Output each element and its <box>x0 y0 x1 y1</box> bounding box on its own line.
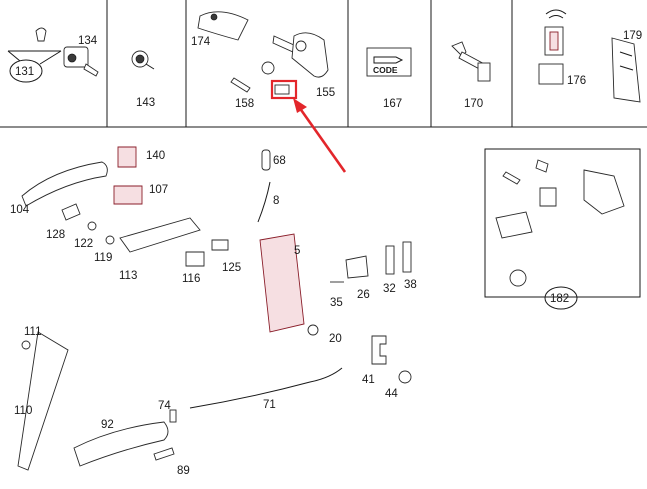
shim-part-38 <box>402 241 412 273</box>
shim-part-32 <box>385 245 395 275</box>
label-113: 113 <box>119 270 137 282</box>
label-179: 179 <box>623 30 642 42</box>
clip-part-128 <box>61 203 81 221</box>
label-38: 38 <box>404 279 417 291</box>
label-74: 74 <box>158 400 171 412</box>
cell-131-134: 131 134 <box>7 27 99 83</box>
key-fob-shell-174 <box>197 11 249 41</box>
washer-part-119 <box>105 235 115 245</box>
cable-group: 71 74 92 89 <box>73 367 343 477</box>
door-latch-part-5 <box>259 233 305 333</box>
inset-frame <box>484 148 641 298</box>
callout-circle-131 <box>9 59 43 83</box>
label-26: 26 <box>357 289 370 301</box>
label-32: 32 <box>383 283 396 295</box>
bracket-41-44: 41 44 <box>362 335 412 400</box>
inner-handle-part-92 <box>73 421 169 467</box>
cell-167: CODE 167 <box>366 47 412 110</box>
key-head-155 <box>291 32 329 78</box>
label-131: 131 <box>15 66 34 78</box>
cell-keys: 174 155 158 <box>191 11 335 110</box>
label-134: 134 <box>78 35 98 47</box>
code-card-text: CODE <box>373 65 398 75</box>
label-170: 170 <box>464 98 483 110</box>
label-125: 125 <box>222 262 241 274</box>
bracket-part-116 <box>185 251 205 267</box>
label-89: 89 <box>177 465 190 477</box>
lock-cylinder-part <box>35 27 47 42</box>
label-174: 174 <box>191 36 211 48</box>
label-111: 111 <box>24 326 41 338</box>
label-155: 155 <box>316 87 335 99</box>
label-41: 41 <box>362 374 375 386</box>
screw-part-122 <box>87 221 97 231</box>
outer-handle-part <box>21 161 108 207</box>
label-110: 110 <box>14 405 32 417</box>
label-35: 35 <box>330 297 343 309</box>
cell-176-179: 176 179 <box>538 9 642 103</box>
control-module-176 <box>538 63 564 85</box>
label-107: 107 <box>149 184 168 196</box>
label-68: 68 <box>273 155 286 167</box>
highlight-box <box>270 79 298 100</box>
key-insert-158 <box>230 77 251 93</box>
label-116: 116 <box>182 273 200 285</box>
label-92: 92 <box>101 419 114 431</box>
label-140: 140 <box>146 150 165 162</box>
bowden-cable-71 <box>189 367 343 409</box>
small-clip-part <box>274 84 290 95</box>
label-5: 5 <box>294 245 300 257</box>
clip-part-111 <box>21 340 31 350</box>
screw-part-20 <box>307 324 319 336</box>
label-44: 44 <box>385 388 398 400</box>
label-119: 119 <box>94 252 112 264</box>
label-128: 128 <box>46 229 65 241</box>
inset-lock-part <box>583 169 625 215</box>
key-blank-head <box>477 62 491 82</box>
label-104: 104 <box>10 204 30 216</box>
top-row-frame <box>0 0 647 128</box>
red-arrow <box>293 98 347 173</box>
latch-group: 68 8 5 26 35 32 38 20 <box>257 149 417 345</box>
door-seal-part-110 <box>17 331 69 471</box>
trim-part-107 <box>113 185 143 205</box>
bolt-part-125 <box>211 239 229 251</box>
outer-handle-group: 104 140 107 128 122 119 <box>10 146 168 264</box>
cover-plate-179 <box>611 37 641 103</box>
label-20: 20 <box>329 333 342 345</box>
screw-part-44 <box>398 370 412 384</box>
inset-box-182: 182 <box>484 148 641 310</box>
carrier-part-113 <box>119 217 201 253</box>
handle-carrier-group: 113 116 125 <box>119 217 241 285</box>
cell-170: 170 <box>451 41 491 110</box>
cover-part-89 <box>153 447 175 461</box>
label-143: 143 <box>136 97 155 109</box>
label-176: 176 <box>567 75 586 87</box>
clip-part-74 <box>169 409 177 423</box>
label-71: 71 <box>263 399 276 411</box>
label-122: 122 <box>74 238 93 250</box>
cell-143: 143 <box>131 50 155 109</box>
label-167: 167 <box>383 98 402 110</box>
label-8: 8 <box>273 195 279 207</box>
inset-handle-part <box>495 211 533 239</box>
seal-group: 110 111 <box>14 326 69 471</box>
label-182: 182 <box>550 293 569 305</box>
battery-part <box>261 61 275 75</box>
bracket-part-41 <box>371 335 387 365</box>
striker-part-26 <box>345 255 369 279</box>
label-158: 158 <box>235 98 254 110</box>
inset-grommet <box>509 269 527 287</box>
clip-part-68 <box>261 149 271 171</box>
cap-part-140 <box>117 146 137 168</box>
callout-circle-182 <box>544 286 578 310</box>
